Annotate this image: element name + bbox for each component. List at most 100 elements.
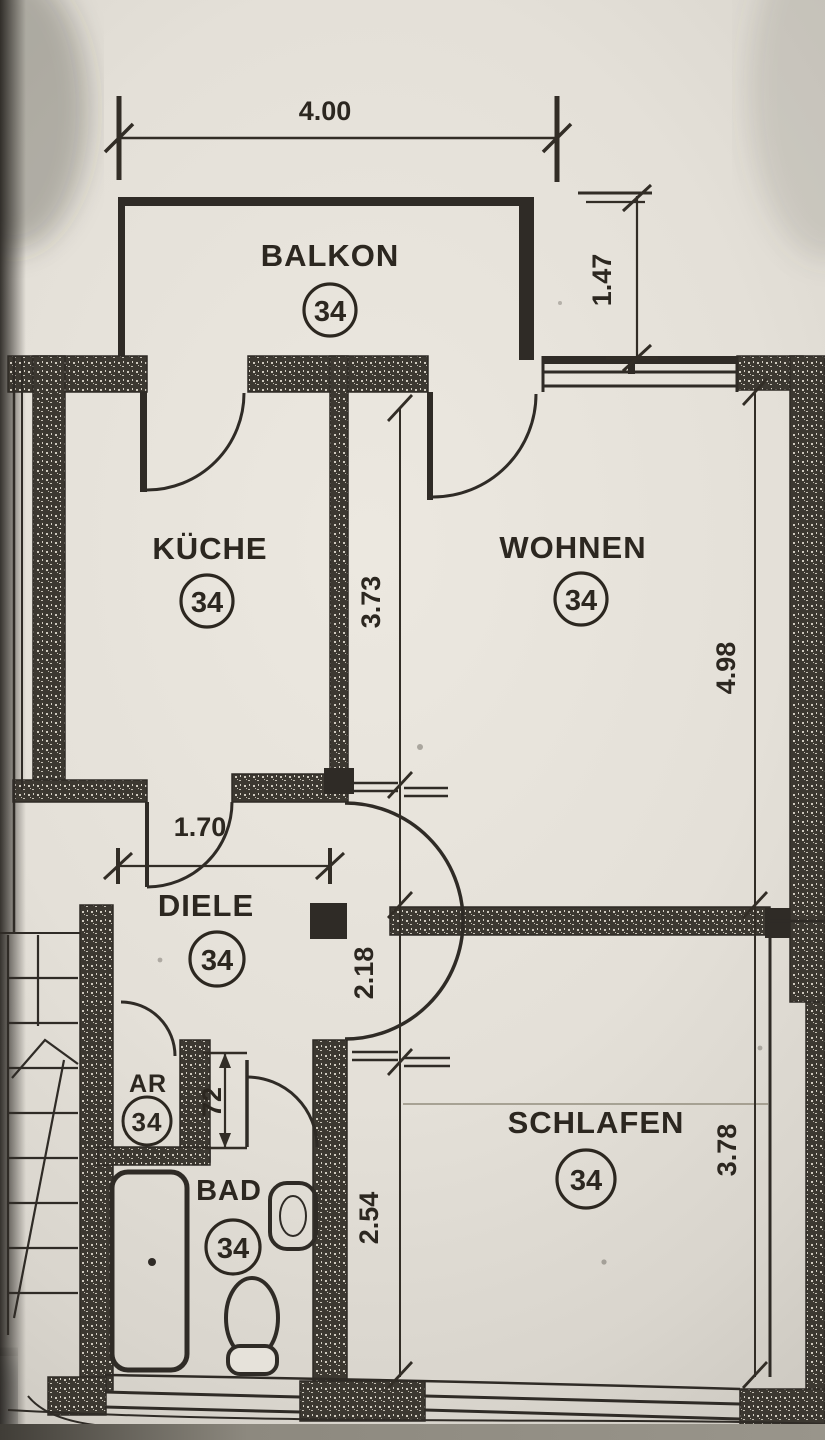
wall-bad-schlafen-pier bbox=[312, 1039, 348, 1391]
balcony-wall-left bbox=[118, 197, 125, 360]
stairwell bbox=[6, 935, 151, 1429]
room-wohnen: WOHNEN 34 bbox=[499, 530, 646, 627]
bottom-window-right-line1 bbox=[424, 1394, 741, 1406]
unit-number-diele: 34 bbox=[201, 945, 233, 977]
unit-circle-diele bbox=[188, 930, 246, 988]
wohnen-balcony-door-arc bbox=[432, 393, 538, 499]
bottom-outer-edge bbox=[7, 1409, 825, 1425]
balcony-wall-top bbox=[118, 197, 530, 206]
wall-kueche-west bbox=[32, 355, 66, 793]
paper-speck bbox=[417, 744, 423, 750]
room-bad: BAD 34 bbox=[196, 1175, 262, 1276]
dimension-lines bbox=[102, 96, 769, 1389]
walls bbox=[7, 355, 825, 1435]
dim-slash bbox=[386, 771, 414, 799]
threshold-marks bbox=[352, 781, 450, 1068]
room-label-schlafen: SCHLAFEN bbox=[508, 1105, 685, 1140]
room-label-ar: AR bbox=[129, 1070, 167, 1098]
room-diele: DIELE 34 bbox=[158, 888, 254, 988]
dim-label-diele-depth: 2.18 bbox=[349, 947, 379, 1000]
doors bbox=[120, 392, 538, 1148]
unit-circle-ar bbox=[121, 1095, 173, 1147]
bottom-left-corner-shadow bbox=[0, 1356, 16, 1440]
unit-number-schlafen: 34 bbox=[570, 1165, 602, 1197]
bottom-window-right-line2 bbox=[424, 1408, 741, 1421]
wall-top-left bbox=[7, 355, 148, 393]
unit-circle-schlafen bbox=[555, 1148, 617, 1210]
stair-direction-arrow bbox=[11, 1038, 79, 1079]
paper-speck bbox=[601, 1259, 607, 1265]
paper-speck bbox=[558, 301, 562, 305]
dim-arrow-up bbox=[219, 1053, 231, 1068]
paper-speck bbox=[757, 1045, 763, 1051]
washbasin bbox=[268, 1181, 318, 1251]
paper-speck bbox=[157, 957, 163, 963]
wall-bottom-pier-middle bbox=[299, 1380, 426, 1422]
diele-schlafen-door-arc bbox=[344, 801, 465, 1041]
dim-label-balkon-depth: 1.47 bbox=[587, 254, 617, 307]
wall-kueche-wohnen-divider bbox=[329, 355, 349, 793]
dim-slash bbox=[741, 1361, 769, 1389]
dim-label-wohnen-depth: 4.98 bbox=[711, 642, 741, 695]
dim-slash bbox=[541, 122, 573, 154]
kueche-balcony-door-arc bbox=[146, 392, 246, 492]
room-label-diele: DIELE bbox=[158, 888, 254, 923]
unit-circle-kueche bbox=[179, 573, 235, 629]
dim-label-diele-width: 1.70 bbox=[174, 812, 227, 842]
room-label-kueche: KÜCHE bbox=[152, 531, 267, 566]
room-kueche: KÜCHE 34 bbox=[152, 531, 267, 629]
unit-number-wohnen: 34 bbox=[565, 585, 597, 617]
dimension-labels: 4.00 1.47 3.73 4.98 1.70 2.18 72 2.54 3.… bbox=[174, 96, 742, 1244]
washbasin-inner bbox=[279, 1195, 307, 1237]
toilet-tank bbox=[226, 1344, 279, 1376]
dim-label-bad-passage: 72 bbox=[197, 1087, 227, 1117]
wall-west-lower bbox=[79, 904, 114, 1391]
bottom-shadow-bar bbox=[0, 1424, 825, 1440]
stair-direction-line bbox=[12, 1059, 66, 1319]
room-label-balkon: BALKON bbox=[261, 238, 400, 273]
unit-circle-balkon bbox=[302, 282, 358, 338]
room-ar: AR 34 bbox=[121, 1070, 173, 1147]
bottom-window-left-line2 bbox=[104, 1405, 301, 1414]
ar-door-arc bbox=[120, 1000, 177, 1057]
room-labels: BALKON 34 KÜCHE 34 WOHNEN 34 DIELE 34 AR… bbox=[121, 238, 685, 1276]
bathtub-drain bbox=[148, 1258, 156, 1266]
wall-right-upper bbox=[789, 355, 825, 1003]
room-balkon: BALKON 34 bbox=[261, 238, 400, 338]
dim-slash bbox=[102, 851, 134, 881]
bottom-window-left-line1 bbox=[104, 1390, 301, 1399]
wall-lines bbox=[0, 356, 825, 1425]
wall-right-lower bbox=[805, 1001, 825, 1393]
divider-end-cap bbox=[324, 768, 354, 794]
wall-ar-east bbox=[179, 1039, 211, 1163]
dim-label-kueche-depth: 3.73 bbox=[356, 576, 386, 629]
dim-arrow-down bbox=[219, 1133, 231, 1148]
unit-number-kueche: 34 bbox=[191, 587, 223, 619]
wohnen-balcony-door-leaf bbox=[427, 392, 433, 500]
dim-slash bbox=[103, 122, 135, 154]
wall-ar-south bbox=[97, 1146, 211, 1166]
dim-slash bbox=[741, 378, 769, 406]
dim-slash bbox=[386, 1048, 414, 1076]
door-post bbox=[310, 903, 347, 939]
wall-kueche-south-left bbox=[12, 779, 148, 803]
fixtures bbox=[109, 1169, 318, 1376]
wall-wohnen-schlafen bbox=[389, 906, 771, 936]
bottom-wall-inner-face bbox=[104, 1373, 741, 1391]
unit-circle-wohnen bbox=[553, 571, 609, 627]
dim-label-balkon-width: 4.00 bbox=[299, 96, 352, 126]
room-label-bad: BAD bbox=[196, 1175, 262, 1207]
bad-door-arc bbox=[246, 1075, 319, 1148]
unit-number-ar: 34 bbox=[132, 1107, 163, 1137]
right-edge-shade bbox=[748, 0, 825, 260]
unit-number-bad: 34 bbox=[217, 1233, 249, 1265]
room-schlafen: SCHLAFEN 34 bbox=[508, 1105, 685, 1210]
dim-slash bbox=[741, 891, 769, 919]
dim-label-schlafen-depth: 3.78 bbox=[712, 1124, 742, 1177]
bathtub bbox=[109, 1169, 190, 1373]
balcony-wall-right bbox=[519, 197, 534, 360]
wohnen-window-outer bbox=[543, 356, 737, 364]
